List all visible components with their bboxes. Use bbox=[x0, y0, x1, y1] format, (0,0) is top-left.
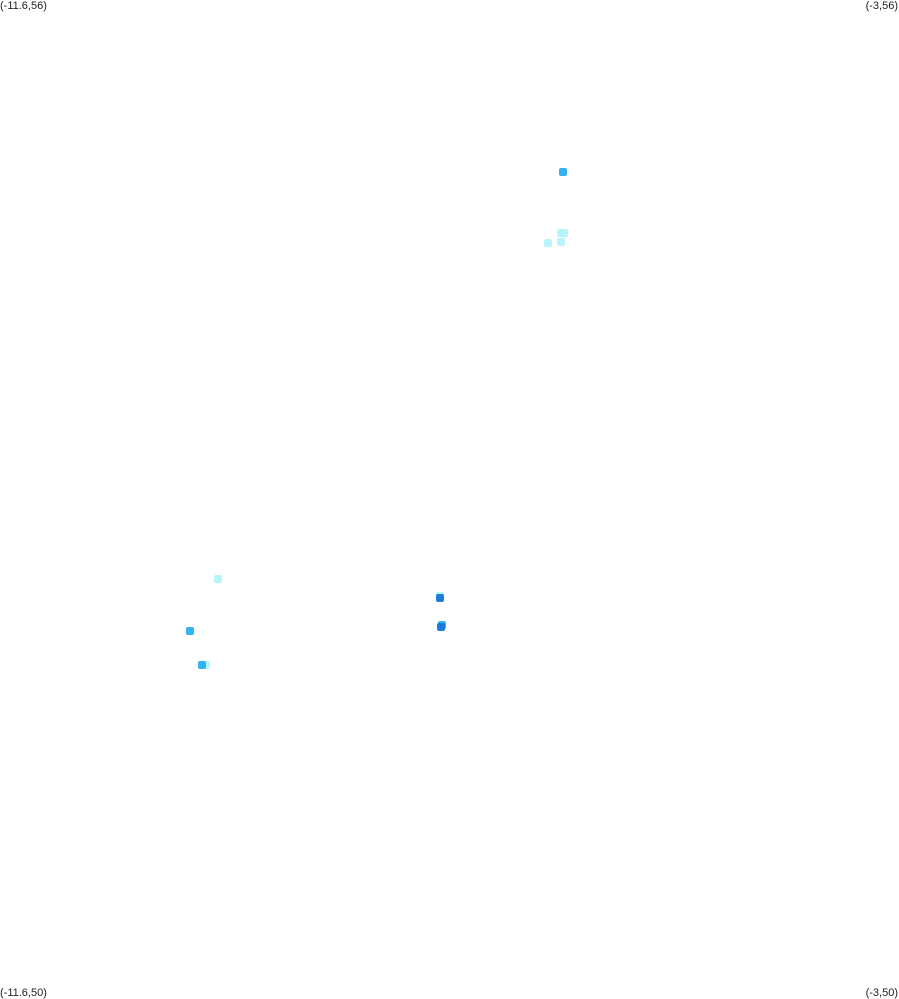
map-point-8[interactable] bbox=[435, 594, 444, 603]
map-point-3[interactable] bbox=[560, 229, 569, 238]
map-point-5[interactable] bbox=[543, 239, 552, 248]
map-point-13[interactable] bbox=[197, 661, 206, 669]
map-point-4[interactable] bbox=[557, 238, 566, 247]
map-point-1[interactable] bbox=[558, 167, 567, 176]
map-point-10[interactable] bbox=[436, 622, 445, 631]
map-point-6[interactable] bbox=[213, 575, 222, 584]
corner-label-bottom-left: (-11.6,50) bbox=[0, 987, 47, 999]
corner-label-top-right: (-3,56) bbox=[865, 0, 898, 12]
map-point-11[interactable] bbox=[186, 627, 195, 636]
corner-label-top-left: (-11.6,56) bbox=[0, 0, 47, 12]
corner-label-bottom-right: (-3,50) bbox=[865, 987, 898, 999]
